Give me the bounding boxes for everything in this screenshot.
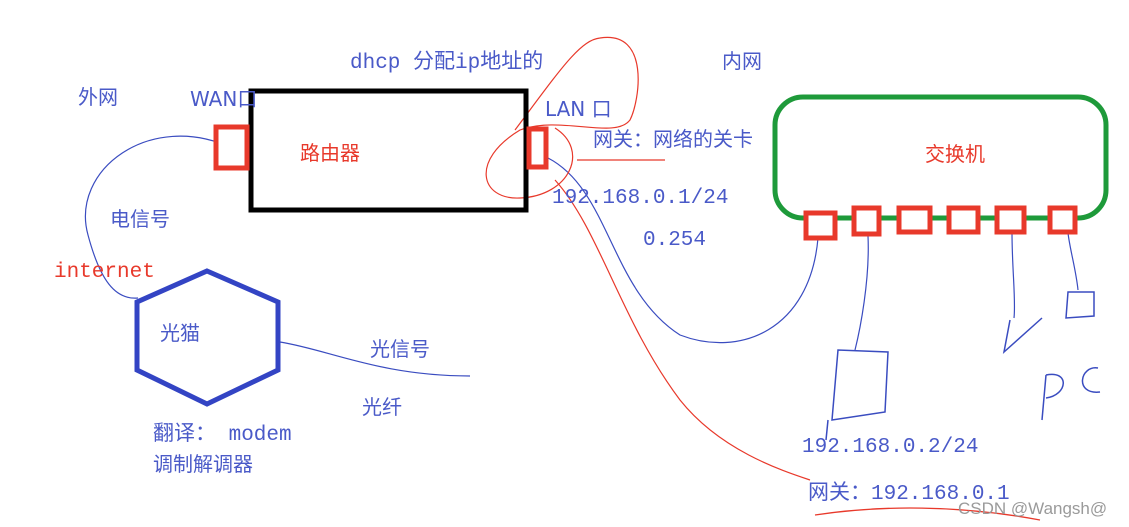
switch-box bbox=[772, 94, 1109, 221]
modem-hexagon bbox=[134, 268, 281, 407]
router-ip: 192.168.0.1/24 bbox=[552, 187, 728, 210]
switch-port bbox=[994, 205, 1027, 235]
wan-port bbox=[213, 124, 250, 171]
pc-ip: 192.168.0.2/24 bbox=[802, 436, 978, 459]
switch-label: 交换机 bbox=[925, 142, 985, 166]
wan-to-modem-wire bbox=[84, 135, 233, 299]
optical-signal-label: 光信号 bbox=[370, 337, 430, 361]
switch-port bbox=[946, 205, 981, 235]
watermark: CSDN @Wangsh@ bbox=[958, 499, 1107, 518]
router-label: 路由器 bbox=[300, 141, 360, 165]
red-annotation-loop bbox=[485, 36, 811, 481]
fiber-wire bbox=[279, 341, 471, 377]
modem-label: 光猫 bbox=[160, 321, 200, 345]
lan-port-label: LAN 口 bbox=[545, 97, 612, 121]
gateway-note: 网关：网络的关卡 bbox=[593, 127, 753, 151]
pc-letters-sketch bbox=[1041, 367, 1101, 421]
pc-sketch-1 bbox=[825, 349, 889, 441]
router-box bbox=[248, 88, 529, 213]
switch-port bbox=[851, 205, 882, 237]
switch-port-wire-2 bbox=[854, 235, 869, 351]
electric-signal-label: 电信号 bbox=[110, 207, 170, 231]
switch-port-wire-5 bbox=[1011, 231, 1016, 319]
pc-sketch-2 bbox=[1002, 291, 1095, 355]
pc-gateway: 网关：192.168.0.1 bbox=[808, 481, 1010, 506]
switch-port bbox=[896, 205, 933, 235]
extranet-label: 外网 bbox=[78, 85, 118, 109]
wan-port-label: WAN口 bbox=[190, 87, 257, 111]
internet-label: internet bbox=[54, 261, 155, 284]
modem-full-label: 调制解调器 bbox=[153, 452, 253, 476]
switch-ports bbox=[803, 205, 1078, 241]
translation-label: 翻译： modem bbox=[153, 422, 292, 447]
fiber-label: 光纤 bbox=[362, 395, 402, 419]
switch-port bbox=[803, 210, 838, 241]
intranet-label: 内网 bbox=[722, 49, 762, 73]
switch-port-wire-6 bbox=[1067, 232, 1079, 291]
dhcp-label: dhcp 分配ip地址的 bbox=[350, 50, 543, 75]
switch-port bbox=[1047, 205, 1078, 235]
router-ip-alt: 0.254 bbox=[643, 229, 706, 252]
red-underline-pc-gateway bbox=[814, 507, 1041, 521]
lan-to-switch-wire bbox=[547, 157, 819, 344]
lan-port bbox=[526, 126, 549, 170]
